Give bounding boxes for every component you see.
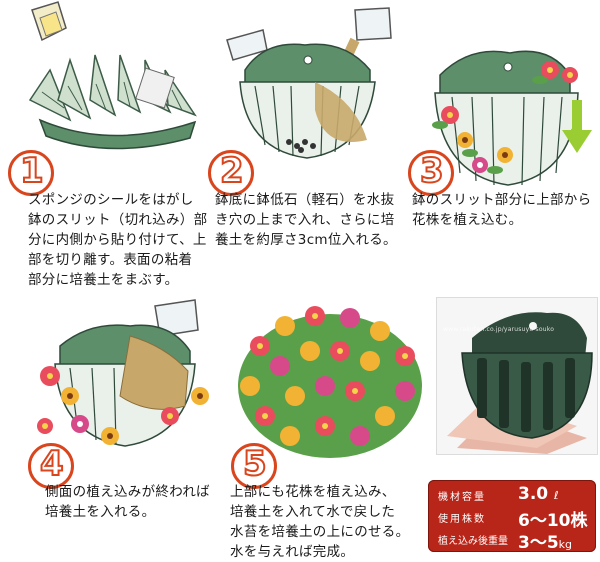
- step-5-text: 上部にも花株を植え込み、 培養土を入れて水で戻した 水苔を培養土の上にのせる。 …: [230, 484, 410, 560]
- step-4-number: 4: [28, 443, 74, 489]
- step-5-number: 5: [231, 443, 277, 489]
- spec-label: 使用株数: [438, 514, 486, 525]
- spec-box: 機材容量 3.0 ℓ 使用株数 6〜10株 植え込み後重量 3〜5kg: [428, 480, 596, 553]
- spec-value: 6〜10株: [518, 511, 588, 531]
- illustration-step-5: [238, 306, 422, 458]
- step-2-number: 2: [208, 150, 254, 196]
- illustration-step-1: [28, 1, 197, 150]
- illustration-step-3: [432, 50, 592, 186]
- step-3-number: 3: [408, 150, 454, 196]
- spec-label: 機材容量: [438, 492, 486, 503]
- illustration-step-2: [226, 7, 392, 159]
- spec-row-weight: 植え込み後重量 3〜5kg: [438, 529, 590, 553]
- step-1-number: 1: [8, 150, 54, 196]
- spec-label: 植え込み後重量: [438, 536, 508, 547]
- product-photo: www.rakuten.co.jp/yarusuya-souko: [436, 297, 598, 455]
- step-1-text: スポンジのシールをはがし 鉢のスリット（切れ込み）部 分に内側から貼り付けて、上…: [28, 192, 208, 288]
- product-watermark: www.rakuten.co.jp/yarusuya-souko: [443, 326, 555, 333]
- step-3-text: 鉢のスリット部分に上部から 花株を植え込む。: [412, 192, 592, 228]
- product-pot-shape: [447, 312, 593, 454]
- step-2-text: 鉢底に鉢低石（軽石）を水抜 き穴の上まで入れ、さらに培 養土を約厚さ3cm位入れ…: [215, 192, 397, 248]
- spec-row-plants: 使用株数 6〜10株: [438, 507, 590, 531]
- spec-value: 3.0 ℓ: [518, 484, 559, 504]
- spec-value: 3〜5kg: [518, 533, 573, 553]
- spec-row-capacity: 機材容量 3.0 ℓ: [438, 484, 590, 507]
- illustration-step-4: [37, 299, 209, 447]
- step-4-text: 側面の植え込みが終われば 培養土を入れる。: [45, 484, 210, 520]
